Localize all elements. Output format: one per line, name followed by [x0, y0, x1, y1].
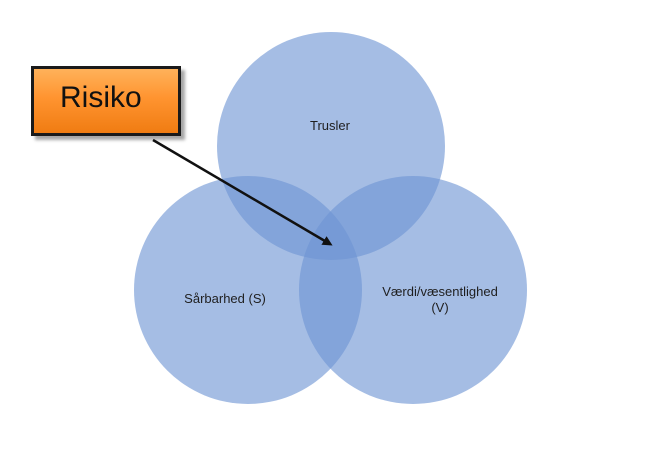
- risiko-arrow: [152, 138, 333, 246]
- risiko-callout-box: Risiko: [31, 66, 181, 136]
- trusler-label: Trusler: [310, 118, 350, 133]
- risiko-callout-label: Risiko: [60, 81, 142, 114]
- circle-vaerdi: [299, 176, 527, 404]
- sarbarhed-label: Sårbarhed (S): [184, 291, 266, 306]
- circle-sarbarhed: [134, 176, 362, 404]
- vaerdi-label: Værdi/væsentlighed (V): [382, 284, 498, 315]
